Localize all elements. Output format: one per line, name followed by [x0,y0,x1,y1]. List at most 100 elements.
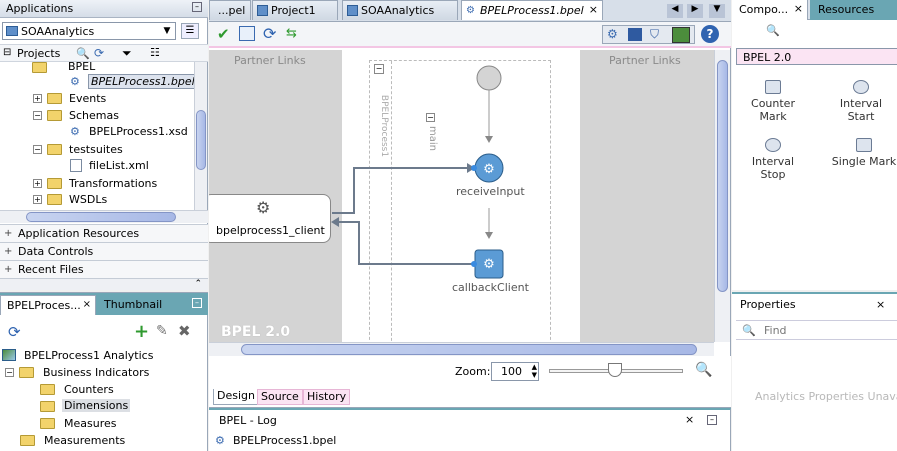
accordion-recent-files[interactable]: + Recent Files [0,260,208,278]
tab-soaanalytics[interactable]: SOAAnalytics [342,0,458,20]
close-icon[interactable]: × [82,299,91,310]
accordion-application-resources[interactable]: + Application Resources [0,224,208,242]
minimize-icon[interactable]: – [707,415,717,425]
scrollbar-thumb[interactable] [196,110,206,170]
palette-search[interactable]: 🔍 [732,22,897,42]
collapse-icon[interactable]: − [5,368,14,377]
projects-label: Projects [17,47,61,60]
collapse-icon[interactable]: − [426,113,435,122]
link-port[interactable] [471,261,477,267]
delete-icon[interactable]: ✖ [178,322,191,340]
nav-right-icon[interactable]: ▶ [687,4,703,18]
collapse-icon[interactable]: ⊟ [3,47,12,58]
palette-item-interval-start[interactable]: Interval Start [826,80,896,123]
bpel-canvas[interactable]: Partner Links BPEL 2.0 Partner Links − B… [209,50,714,342]
application-icon [347,5,358,16]
minimize-icon[interactable]: – [192,2,202,12]
palette-item-interval-stop[interactable]: Interval Stop [738,138,808,181]
expand-icon[interactable]: + [33,179,42,188]
expand-icon: + [4,264,13,275]
canvas-horizontal-scrollbar[interactable] [209,342,714,356]
zoom-input[interactable]: 100 ▲▼ [491,362,539,381]
link-port[interactable] [471,165,477,171]
tree-horizontal-scrollbar[interactable] [0,210,208,223]
chevron-up-icon[interactable]: ⌃ [194,279,202,289]
expand-icon[interactable]: + [33,94,42,103]
tab-pel[interactable]: ...pel [209,0,251,20]
scrollbar-thumb[interactable] [26,212,176,222]
gear-icon: ⚙ [483,257,495,272]
tab-history[interactable]: History [303,389,351,405]
refresh-icon[interactable]: ⟳ [94,46,105,60]
accordion-data-controls[interactable]: + Data Controls [0,242,208,260]
collapse-icon[interactable]: − [33,145,42,154]
edit-icon[interactable]: ✎ [156,323,168,339]
sort-icon[interactable]: ☷ [150,46,160,59]
tab-design[interactable]: Design [213,389,259,405]
start-node[interactable] [476,65,502,91]
close-icon[interactable]: × [685,413,695,426]
add-icon[interactable]: + [134,321,150,342]
validate-icon[interactable]: ✔ [217,25,230,43]
chevron-down-icon[interactable]: ▼ [163,26,171,36]
applications-panel: Applications – SOAAnalytics ▼ ☰ ⊟ Projec… [0,0,208,290]
splitter-handle[interactable]: ⌃ [0,278,208,290]
properties-find[interactable]: 🔍 Find [736,320,897,340]
tree-item-label: Dimensions [62,399,131,412]
tab-bpel-process[interactable]: BPELProces... × [0,295,96,315]
chart-check-icon[interactable] [239,26,255,41]
collapse-icon[interactable]: − [33,111,42,120]
folder-icon [32,62,47,73]
analytics-view-icon[interactable] [672,27,690,43]
tab-list-icon[interactable]: ▼ [709,4,725,18]
process-scope[interactable]: − BPELProcess1 − main [369,60,551,342]
refresh-icon[interactable]: ⟳ [8,323,21,341]
canvas-vertical-scrollbar[interactable] [714,50,730,342]
tab-components[interactable]: Compo... × [732,0,808,20]
palette-item-single-mark[interactable]: Single Mark [828,138,897,168]
close-icon[interactable]: × [588,3,598,16]
bpel-view-icon[interactable]: ⚙ [607,27,618,41]
zoom-bar: Zoom: 100 ▲▼ 🔍 [209,356,731,386]
tab-resources[interactable]: Resources [810,0,897,20]
sync-icon[interactable]: ⟳ [263,24,277,43]
minimize-icon[interactable]: – [192,298,202,308]
tree-item-label: Measures [64,417,117,430]
zoom-fit-icon[interactable]: 🔍 [695,362,713,378]
partner-link-client[interactable]: ⚙ bpelprocess1_client [209,194,331,243]
search-icon[interactable]: 🔍 [76,47,90,60]
tree-item-label: BPELProcess1 Analytics [24,349,154,362]
log-entry[interactable]: BPELProcess1.bpel [233,434,337,447]
tab-source[interactable]: Source [257,389,303,405]
collapse-icon[interactable]: − [374,64,384,74]
tree-vertical-scrollbar[interactable] [194,62,207,210]
tab-label: BPELProcess1.bpel [480,4,584,17]
expand-icon[interactable]: + [33,195,42,204]
editor-toolbar: ✔ ⟳ ⇆ ⚙ ⛉ ? [209,22,731,48]
tab-thumbnail[interactable]: Thumbnail [97,295,177,315]
bpel-file-icon: ⚙ [466,5,475,16]
monitor-view-icon[interactable] [628,28,642,41]
help-icon[interactable]: ? [701,25,719,43]
scrollbar-thumb[interactable] [241,344,697,355]
tab-label: SOAAnalytics [361,4,435,17]
filter-icon[interactable]: ⏷ [122,46,132,60]
tab-project1[interactable]: Project1 [252,0,338,20]
slider-thumb[interactable] [608,363,622,377]
tab-bpelprocess1[interactable]: ⚙ BPELProcess1.bpel × [461,0,603,20]
close-icon[interactable]: × [793,2,803,15]
palette-item-counter-mark[interactable]: Counter Mark [738,80,808,123]
accordion-label: Application Resources [18,227,140,240]
nav-left-icon[interactable]: ◀ [667,4,683,18]
deploy-icon[interactable]: ⇆ [286,26,297,41]
palette-select[interactable]: BPEL 2.0 [736,48,897,65]
app-menu-icon[interactable]: ☰ [181,23,199,39]
gear-icon: ⚙ [483,162,495,177]
security-view-icon[interactable]: ⛉ [650,27,660,41]
spinner-icon[interactable]: ▲▼ [531,363,537,379]
folder-icon [47,93,62,104]
close-icon[interactable]: × [876,298,886,311]
app-selector[interactable]: SOAAnalytics ▼ [2,22,176,40]
scrollbar-thumb[interactable] [717,60,728,292]
analytics-tabbar: BPELProces... × Thumbnail – [0,293,208,315]
